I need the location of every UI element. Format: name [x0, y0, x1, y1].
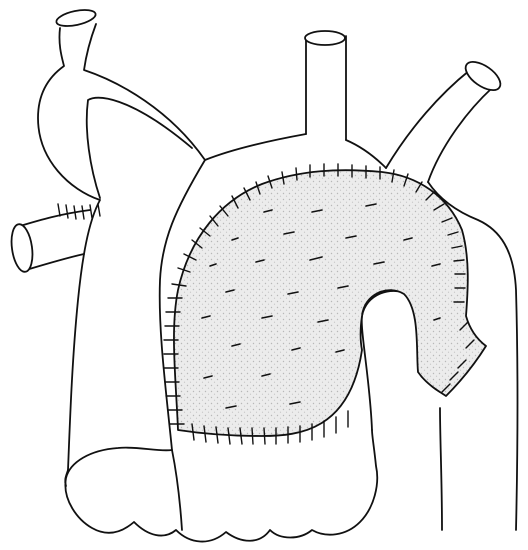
left-vessel-top-opening	[55, 7, 97, 29]
arch-upper-wall	[205, 134, 386, 168]
aortic-root-separator	[172, 450, 182, 530]
right-vessel-left-wall	[386, 70, 470, 168]
central-vessel	[305, 31, 346, 140]
right-vessel	[386, 56, 505, 182]
arch-patch	[164, 164, 486, 444]
aortic-root-left-edge	[65, 470, 68, 486]
side-branch-lower-wall	[26, 254, 84, 270]
patch-region	[174, 170, 486, 436]
aortic-root-bulb	[65, 430, 377, 542]
side-branch-opening	[9, 223, 35, 273]
left-vessel-inner-loop	[87, 98, 192, 198]
right-vessel-opening	[461, 56, 505, 95]
right-vessel-right-wall	[428, 88, 492, 182]
descending-aorta-inner-wall	[440, 408, 442, 530]
left-vessel-outer-wall	[38, 28, 100, 470]
side-branch-upper-wall	[20, 210, 90, 226]
central-vessel-opening	[305, 31, 345, 45]
